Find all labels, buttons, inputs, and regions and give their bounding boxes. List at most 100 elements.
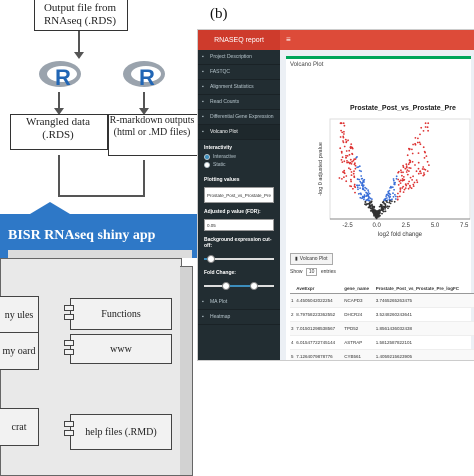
volcano-plot-button[interactable]: ▮Volcano Plot bbox=[290, 253, 333, 265]
scatter-point bbox=[346, 160, 348, 162]
box-side bbox=[180, 266, 193, 476]
show-label: Show bbox=[290, 269, 303, 275]
sidebar-item-differential-gene-expression[interactable]: ▪ Differential Gene Expression bbox=[198, 110, 280, 125]
scatter-point bbox=[388, 205, 391, 208]
scatter-point bbox=[393, 200, 396, 203]
scatter-point bbox=[338, 177, 341, 179]
scatter-point bbox=[367, 199, 370, 202]
scatter-point bbox=[395, 177, 398, 180]
column-header[interactable] bbox=[290, 284, 296, 294]
scatter-point bbox=[347, 161, 350, 164]
rmarkdown-label: R-markdown outputs (html or .MD files) bbox=[109, 115, 195, 138]
table-cell: ASTRAP bbox=[343, 335, 375, 350]
scatter-point bbox=[415, 179, 418, 181]
padj-label: Adjusted p value (FDR): bbox=[204, 209, 261, 215]
sidebar-item-project-description[interactable]: ▪Project Description bbox=[198, 50, 280, 65]
scatter-point bbox=[417, 167, 420, 170]
sidebar-item-read-counts[interactable]: ▪Read Counts bbox=[198, 95, 280, 110]
scatter-point bbox=[424, 126, 427, 128]
scatter-point bbox=[398, 195, 401, 198]
sidebar-item-fastqc[interactable]: ▪FASTQC bbox=[198, 65, 280, 80]
component-icon bbox=[64, 430, 74, 436]
scatter-point bbox=[394, 193, 396, 196]
scatter-point bbox=[345, 175, 348, 177]
scatter-point bbox=[369, 197, 372, 200]
sidebar-item-volcano-plot[interactable]: ▪Volcano Plot bbox=[198, 125, 280, 140]
bg-cutoff-slider[interactable] bbox=[204, 254, 274, 264]
scatter-point bbox=[341, 156, 344, 159]
sidebar-item-label: Volcano Plot bbox=[210, 129, 238, 135]
arrow-3 bbox=[143, 92, 145, 110]
scatter-point bbox=[405, 163, 408, 166]
scatter-point bbox=[407, 187, 410, 190]
scatter-point bbox=[409, 161, 412, 164]
diff-icon: ▪ bbox=[202, 114, 204, 120]
plotting-values-select[interactable]: Prostate_Post_vs_Prostate_Pre bbox=[204, 187, 274, 203]
scatter-point bbox=[426, 160, 429, 163]
svg-text:R: R bbox=[139, 65, 155, 90]
scatter-point bbox=[411, 179, 413, 181]
table-cell: 6.01547722745144 bbox=[295, 335, 344, 350]
scatter-point bbox=[389, 200, 391, 202]
hamburger-menu-icon[interactable]: ≡ bbox=[286, 35, 291, 44]
component-icon bbox=[64, 305, 74, 311]
table-cell: 4.4505042022254 bbox=[295, 293, 344, 308]
scatter-point bbox=[406, 154, 409, 157]
volcano-panel: Volcano Plot Prostate_Post_vs_Prostate_P… bbox=[286, 56, 474, 360]
scatter-point bbox=[370, 207, 373, 210]
scatter-point bbox=[347, 139, 349, 142]
entries-selector: Show 10 entries bbox=[290, 268, 336, 276]
scatter-point bbox=[400, 169, 402, 172]
sidebar-item-ma-plot[interactable]: ▪MA Plot bbox=[198, 295, 280, 310]
sidebar-item-heatmap[interactable]: ▪Heatmap bbox=[198, 310, 280, 325]
column-header[interactable]: gene_name bbox=[343, 284, 375, 294]
table-cell: CYB561 bbox=[343, 349, 375, 360]
scatter-point bbox=[356, 184, 358, 187]
column-header[interactable]: AveExpr bbox=[295, 284, 344, 294]
scatter-point bbox=[408, 170, 410, 172]
scatter-point bbox=[382, 210, 385, 213]
scatter-point bbox=[387, 207, 389, 209]
sidebar: ▪Project Description▪FASTQC▪Alignment St… bbox=[198, 50, 280, 360]
padj-input[interactable]: 0.05 bbox=[204, 219, 274, 231]
slider-handle-low[interactable] bbox=[222, 282, 230, 290]
component-label: help files (.RMD) bbox=[85, 426, 157, 438]
scatter-point bbox=[413, 181, 416, 184]
scatter-point bbox=[406, 169, 409, 171]
scatter-point bbox=[396, 195, 399, 198]
x-tick-label: 7.5 bbox=[460, 223, 469, 229]
radio-label: Interactive bbox=[213, 154, 237, 160]
scatter-point bbox=[399, 182, 402, 184]
scatter-point bbox=[371, 208, 374, 211]
scatter-point bbox=[392, 192, 394, 195]
arrow-1 bbox=[78, 31, 80, 53]
scatter-point bbox=[343, 133, 345, 135]
output-file-label: Output file from RNAseq (.RDS) bbox=[43, 2, 117, 27]
scatter-point bbox=[384, 206, 386, 209]
scatter-point bbox=[370, 200, 373, 203]
scatter-point bbox=[343, 130, 345, 133]
wrangled-label: Wrangled data (.RDS) bbox=[26, 116, 90, 142]
column-header[interactable]: Prostate_Post_vs_Prostate_Pre_logFC bbox=[374, 284, 474, 294]
scatter-point bbox=[405, 171, 408, 173]
scatter-point bbox=[401, 178, 404, 180]
fold-change-slider[interactable] bbox=[204, 281, 274, 291]
entries-select[interactable]: 10 bbox=[305, 268, 318, 276]
table-cell: 3 bbox=[290, 321, 296, 336]
slider-handle-high[interactable] bbox=[250, 282, 258, 290]
chart-icon: ▪ bbox=[202, 84, 204, 90]
scatter-point bbox=[354, 167, 357, 170]
slider-handle[interactable] bbox=[206, 255, 215, 263]
scatter-point bbox=[381, 207, 384, 210]
scatter-point bbox=[368, 192, 371, 195]
sidebar-item-label: Differential Gene Expression bbox=[210, 114, 274, 120]
scatter-point bbox=[356, 166, 358, 169]
radio-static[interactable]: Static bbox=[198, 161, 280, 169]
radio-interactive[interactable]: Interactive bbox=[198, 153, 280, 161]
sidebar-item-alignment-statistics[interactable]: ▪Alignment Statistics bbox=[198, 80, 280, 95]
scatter-point bbox=[411, 148, 413, 151]
component-modules: ny ules bbox=[0, 296, 39, 334]
scatter-point bbox=[350, 163, 353, 165]
scatter-point bbox=[357, 178, 359, 181]
